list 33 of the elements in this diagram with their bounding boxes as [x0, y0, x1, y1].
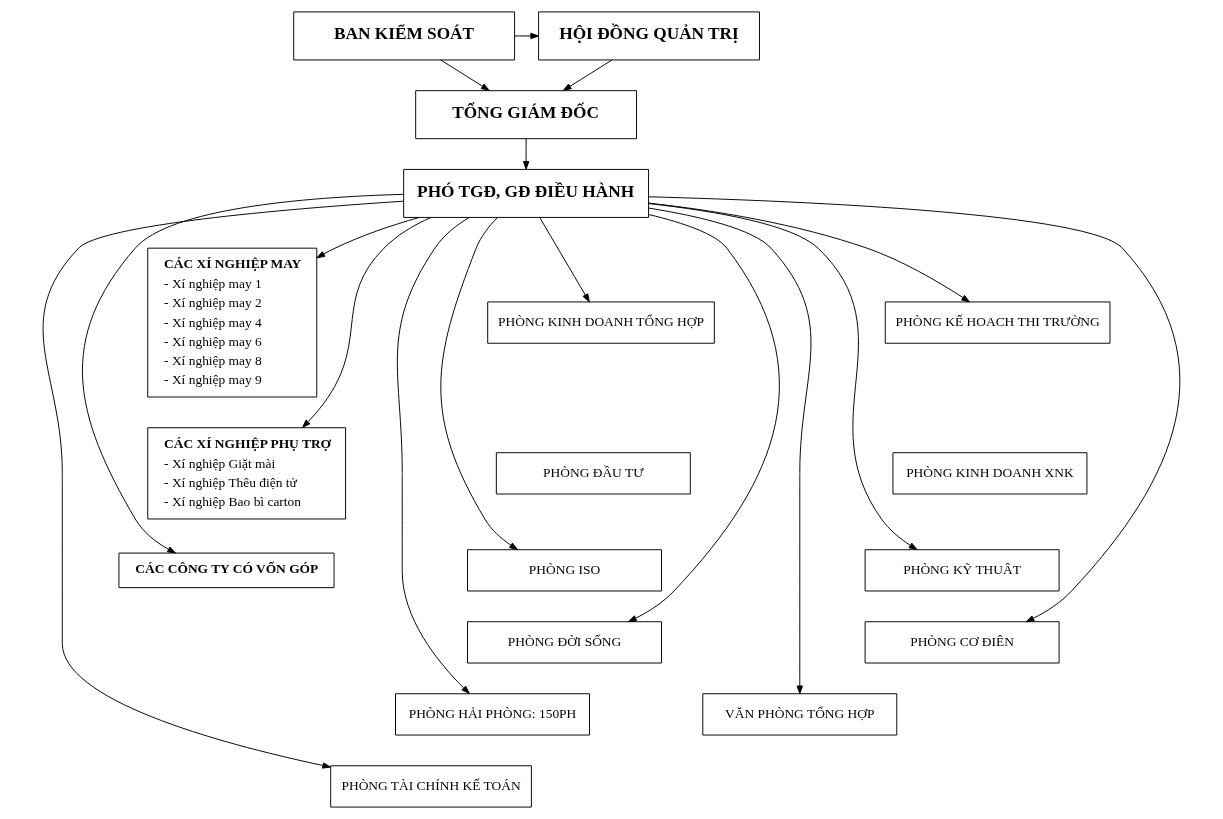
node-box: PHÒNG CƠ ĐIÊN: [864, 621, 1060, 664]
arrow: [316, 217, 420, 259]
arrow: [396, 217, 470, 694]
node-box: CÁC XÍ NGHIỆP PHỤ TRỢ - Xí nghiệp Giặt mài - Xí nghiệp Thêu điện tử - Xí nghiệp Bao bì carton: [147, 427, 347, 520]
node-box: CÁC XÍ NGHIỆP MAY - Xí nghiệp may 1 - Xí nghiệp may 2 - Xí nghiệp may 4 - Xí nghiệp may 6 - Xí nghiệp may 8 - Xí nghiệp may 9: [147, 247, 318, 398]
arrow: [539, 217, 590, 303]
arrow: [514, 32, 539, 40]
node-box: PHÒNG KINH DOANH XNK: [892, 452, 1088, 495]
arrow: [562, 59, 613, 91]
arrow: [648, 203, 918, 550]
node-box: PHÒNG ĐẦU TƯ: [495, 452, 691, 495]
arrow: [440, 59, 490, 91]
node-box: CÁC CÔNG TY CÓ VỐN GÓP: [118, 552, 335, 589]
arrow: [82, 193, 404, 554]
arrow: [522, 138, 530, 170]
node-box: TỔNG GIÁM ĐỐC: [415, 90, 637, 140]
node-box: PHÒNG TÀI CHÍNH KẾ TOÁN: [330, 765, 532, 808]
node-box: HỘI ĐỒNG QUẢN TRỊ: [538, 11, 760, 61]
node-box: PHÒNG KINH DOANH TỔNG HỢP: [487, 301, 715, 344]
node-box: PHÒNG KẾ HOACH THI TRƯỜNG: [884, 301, 1111, 344]
node-box: BAN KIỂM SOÁT: [293, 11, 516, 61]
node-box: PHÒNG ISO: [467, 549, 662, 592]
node-box: PHÓ TGĐ, GĐ ĐIỀU HÀNH: [403, 168, 650, 218]
arrow: [648, 207, 812, 695]
node-box: VĂN PHÒNG TỔNG HỢP: [702, 693, 898, 736]
arrow: [302, 217, 432, 428]
arrow: [42, 200, 404, 769]
node-box: PHÒNG KỸ THUÂT: [864, 549, 1060, 592]
node-box: PHÒNG ĐỜI SỐNG: [467, 621, 662, 664]
node-box: PHÒNG HẢI PHÒNG: 150PH: [395, 693, 590, 736]
arrow: [648, 196, 1181, 623]
arrow: [628, 214, 780, 623]
arrow: [440, 217, 518, 550]
